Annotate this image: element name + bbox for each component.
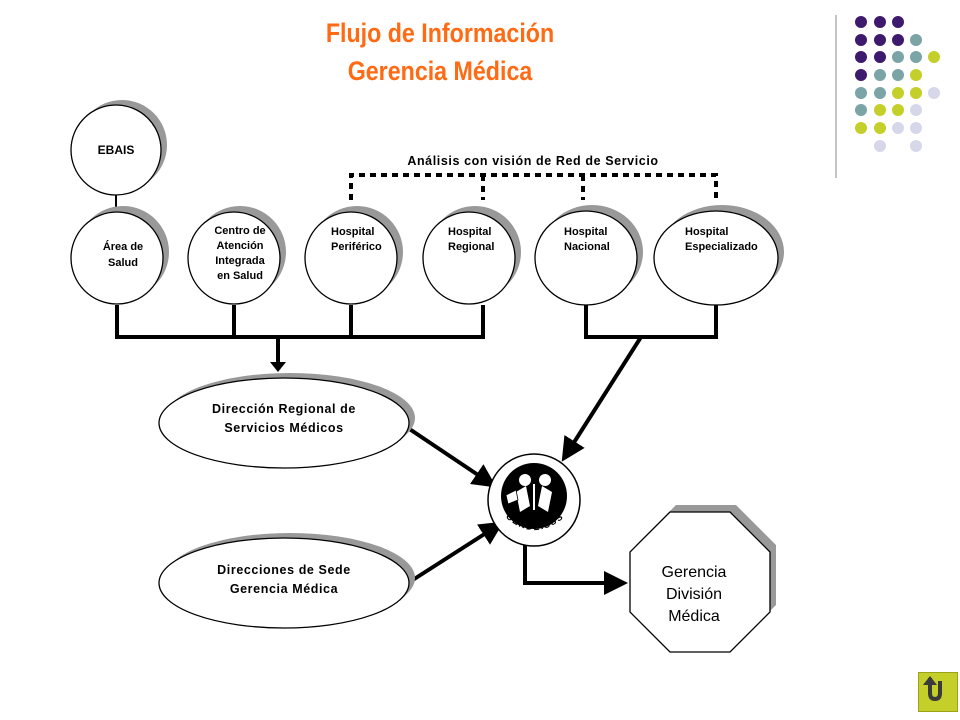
gerencia-line2: División (666, 586, 722, 603)
hospital-especializado-line2: Especializado (685, 241, 758, 253)
cendeisss-logo: CENDEISSS (487, 453, 581, 547)
slide-title: Flujo de Información Gerencia Médica (268, 14, 612, 90)
area-salud-line1: Área de (103, 240, 143, 253)
centro-atencion-line2: Atención (216, 240, 263, 252)
direccion-regional-line1: Dirección Regional de (212, 402, 356, 416)
bottom-connectors (115, 305, 718, 595)
direcciones-sede-line2: Gerencia Médica (230, 582, 339, 596)
node-hospital-especializado: Hospital Especializado (653, 205, 784, 306)
red-servicio-bracket (349, 152, 718, 200)
hospital-periferico-line2: Periférico (331, 241, 382, 253)
node-centro-atencion: Centro de Atención Integrada en Salud (187, 206, 286, 305)
direccion-regional-line2: Servicios Médicos (224, 421, 343, 435)
title-line-2: Gerencia Médica (347, 56, 533, 86)
centro-atencion-line4: en Salud (217, 270, 263, 282)
red-servicio-label: Análisis con visión de Red de Servicio (407, 154, 658, 168)
node-direccion-regional: Dirección Regional de Servicios Médicos (158, 373, 415, 469)
direcciones-sede-line1: Direcciones de Sede (217, 563, 351, 577)
hospital-nacional-line1: Hospital (564, 226, 607, 238)
node-direcciones-sede: Direcciones de Sede Gerencia Médica (158, 533, 415, 629)
gerencia-line1: Gerencia (662, 564, 727, 581)
return-arrow-icon (923, 676, 942, 702)
node-ebais: EBAIS (70, 100, 167, 196)
gerencia-line3: Médica (668, 608, 720, 625)
hospital-regional-line1: Hospital (448, 226, 491, 238)
hospital-especializado-line1: Hospital (685, 226, 728, 238)
centro-atencion-line3: Integrada (215, 255, 265, 267)
decorative-dot-grid (855, 16, 940, 152)
title-line-1: Flujo de Información (325, 18, 555, 48)
hospital-nacional-line2: Nacional (564, 241, 610, 253)
node-hospital-periferico: Hospital Periférico (304, 206, 403, 305)
node-gerencia-division: Gerencia División Médica (629, 505, 776, 653)
node-hospital-regional: Hospital Regional (422, 206, 521, 305)
return-button[interactable] (918, 672, 958, 712)
area-salud-line2: Salud (108, 257, 138, 269)
node-hospital-nacional: Hospital Nacional (534, 205, 643, 306)
node-area-salud: Área de Salud (70, 206, 169, 305)
centro-atencion-line1: Centro de (214, 225, 265, 237)
hospital-regional-line2: Regional (448, 241, 494, 253)
arrow-to-direccion (270, 362, 286, 372)
ebais-label: EBAIS (98, 143, 135, 157)
hospital-periferico-line1: Hospital (331, 226, 374, 238)
